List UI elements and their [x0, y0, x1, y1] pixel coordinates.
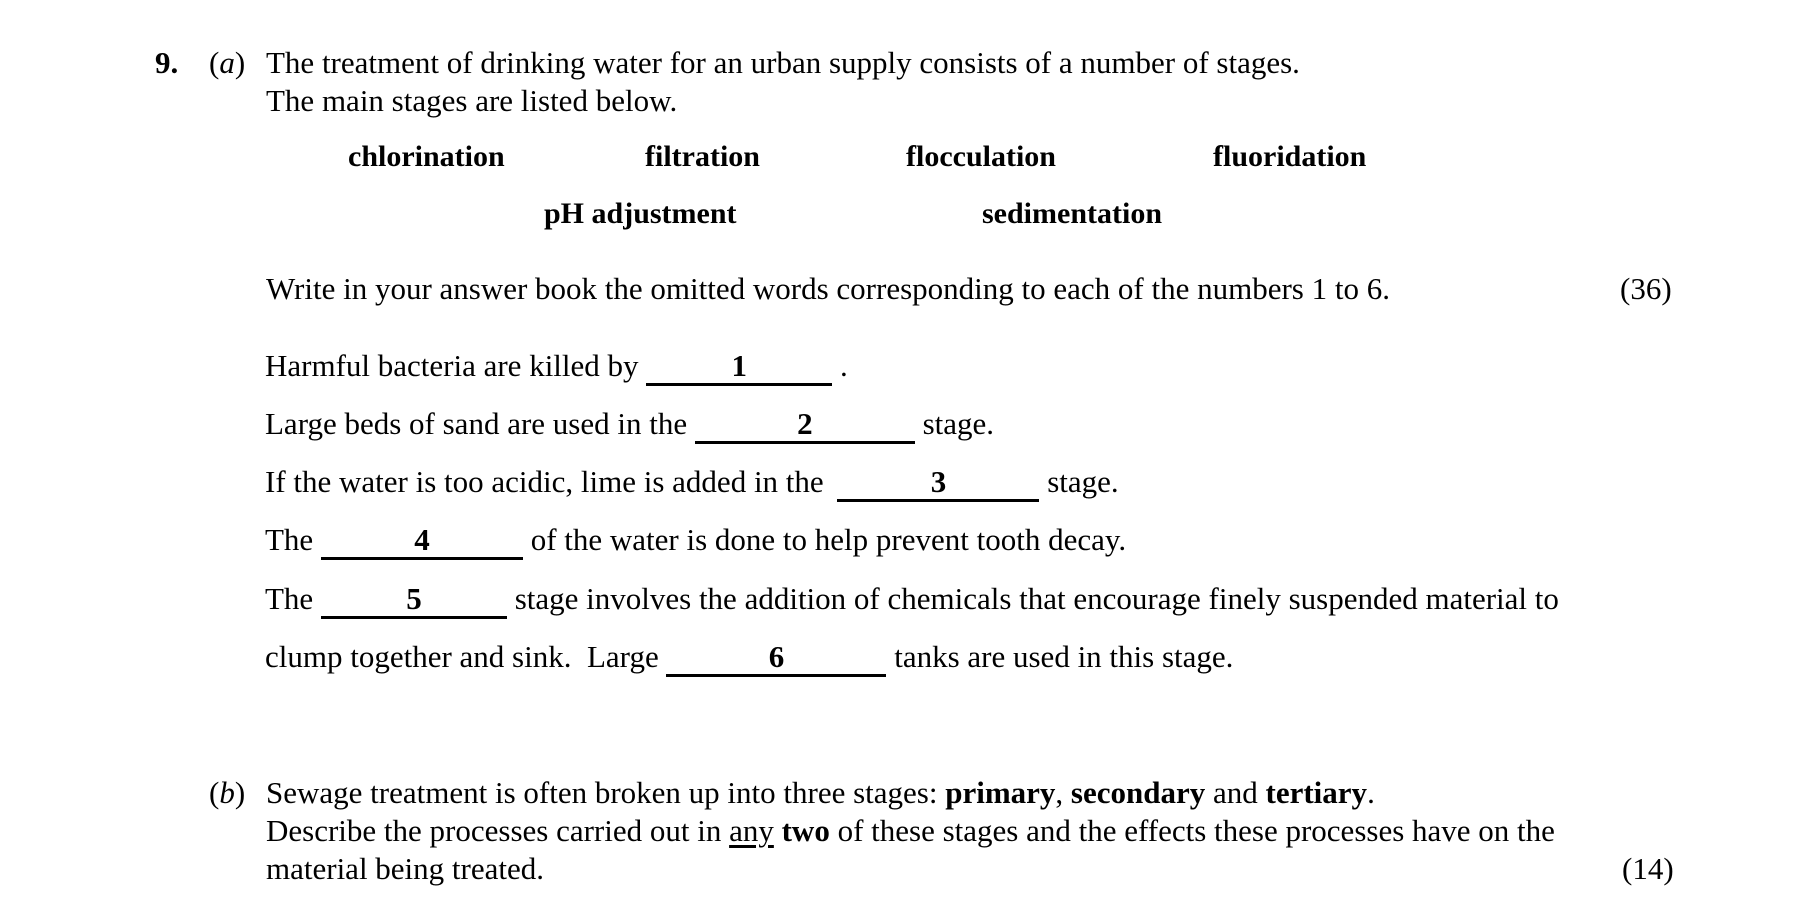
part-b-text: Sewage treatment is often broken up into… — [266, 775, 946, 810]
sentence-text: of the water is done to help prevent too… — [530, 522, 1127, 557]
separator: , — [1055, 775, 1071, 810]
paren-open: ( — [209, 775, 220, 810]
sentence-text: The — [265, 581, 314, 616]
sentence-text: . — [840, 348, 848, 383]
paren-close: ) — [234, 45, 246, 80]
emphasis-two: two — [781, 813, 830, 848]
blank-3: 3 — [837, 465, 1040, 502]
part-b-text: of these stages and the effects these pr… — [829, 813, 1555, 848]
part-a-label: (a) — [209, 44, 245, 82]
blank-2: 2 — [694, 407, 915, 444]
part-a-intro-line2: The main stages are listed below. — [266, 83, 678, 118]
separator: and — [1205, 775, 1266, 810]
part-b-letter: b — [219, 775, 235, 810]
blank-4: 4 — [320, 523, 523, 560]
word-bank-item: sedimentation — [982, 197, 1162, 230]
sentence-1: Harmful bacteria are killed by 1 . — [265, 347, 848, 386]
stage-primary: primary — [945, 775, 1056, 810]
question-number: 9. — [155, 45, 179, 80]
part-a-letter: a — [219, 45, 235, 80]
sentence-text: stage. — [1047, 464, 1119, 499]
word-bank-item: pH adjustment — [544, 197, 737, 230]
sentence-4: The 4 of the water is done to help preve… — [265, 521, 1126, 560]
part-b-line1: Sewage treatment is often broken up into… — [266, 774, 1375, 812]
sentence-text: tanks are used in this stage. — [894, 639, 1234, 674]
part-a-marks: (36) — [1620, 271, 1672, 306]
sentence-5: The 5 stage involves the addition of che… — [265, 580, 1559, 619]
part-b-line3: material being treated. — [266, 851, 545, 886]
stage-tertiary: tertiary — [1265, 775, 1368, 810]
emphasis-any: any — [729, 813, 774, 848]
sentence-text: stage involves the addition of chemicals… — [514, 581, 1559, 616]
sentence-6: clump together and sink. Large 6 tanks a… — [265, 638, 1233, 677]
sentence-text: Large beds of sand are used in the — [265, 406, 688, 441]
sentence-text: clump together and sink. Large — [265, 639, 659, 674]
part-b-label: (b) — [209, 774, 245, 812]
sentence-text: stage. — [922, 406, 995, 441]
stage-secondary: secondary — [1070, 775, 1206, 810]
word-bank-item: flocculation — [906, 140, 1056, 173]
blank-5: 5 — [320, 582, 507, 619]
instruction-text: Write in your answer book the omitted wo… — [266, 271, 1390, 306]
blank-6: 6 — [666, 640, 887, 677]
part-a-intro-line1: The treatment of drinking water for an u… — [266, 45, 1300, 80]
sentence-2: Large beds of sand are used in the 2 sta… — [265, 405, 994, 444]
blank-1: 1 — [646, 349, 833, 386]
sentence-text: The — [265, 522, 314, 557]
sentence-text: If the water is too acidic, lime is adde… — [265, 464, 824, 499]
part-b-text: Describe the processes carried out in — [266, 813, 730, 848]
word-bank-item: chlorination — [348, 140, 505, 173]
sentence-text: Harmful bacteria are killed by — [265, 348, 639, 383]
part-b-marks: (14) — [1622, 851, 1674, 886]
word-bank-item: filtration — [645, 140, 760, 173]
paren-close: ) — [234, 775, 246, 810]
sentence-3: If the water is too acidic, lime is adde… — [265, 463, 1119, 502]
word-bank-item: fluoridation — [1213, 140, 1367, 173]
separator — [774, 813, 782, 848]
part-b-line2: Describe the processes carried out in an… — [266, 812, 1555, 850]
period: . — [1367, 775, 1375, 810]
paren-open: ( — [209, 45, 220, 80]
